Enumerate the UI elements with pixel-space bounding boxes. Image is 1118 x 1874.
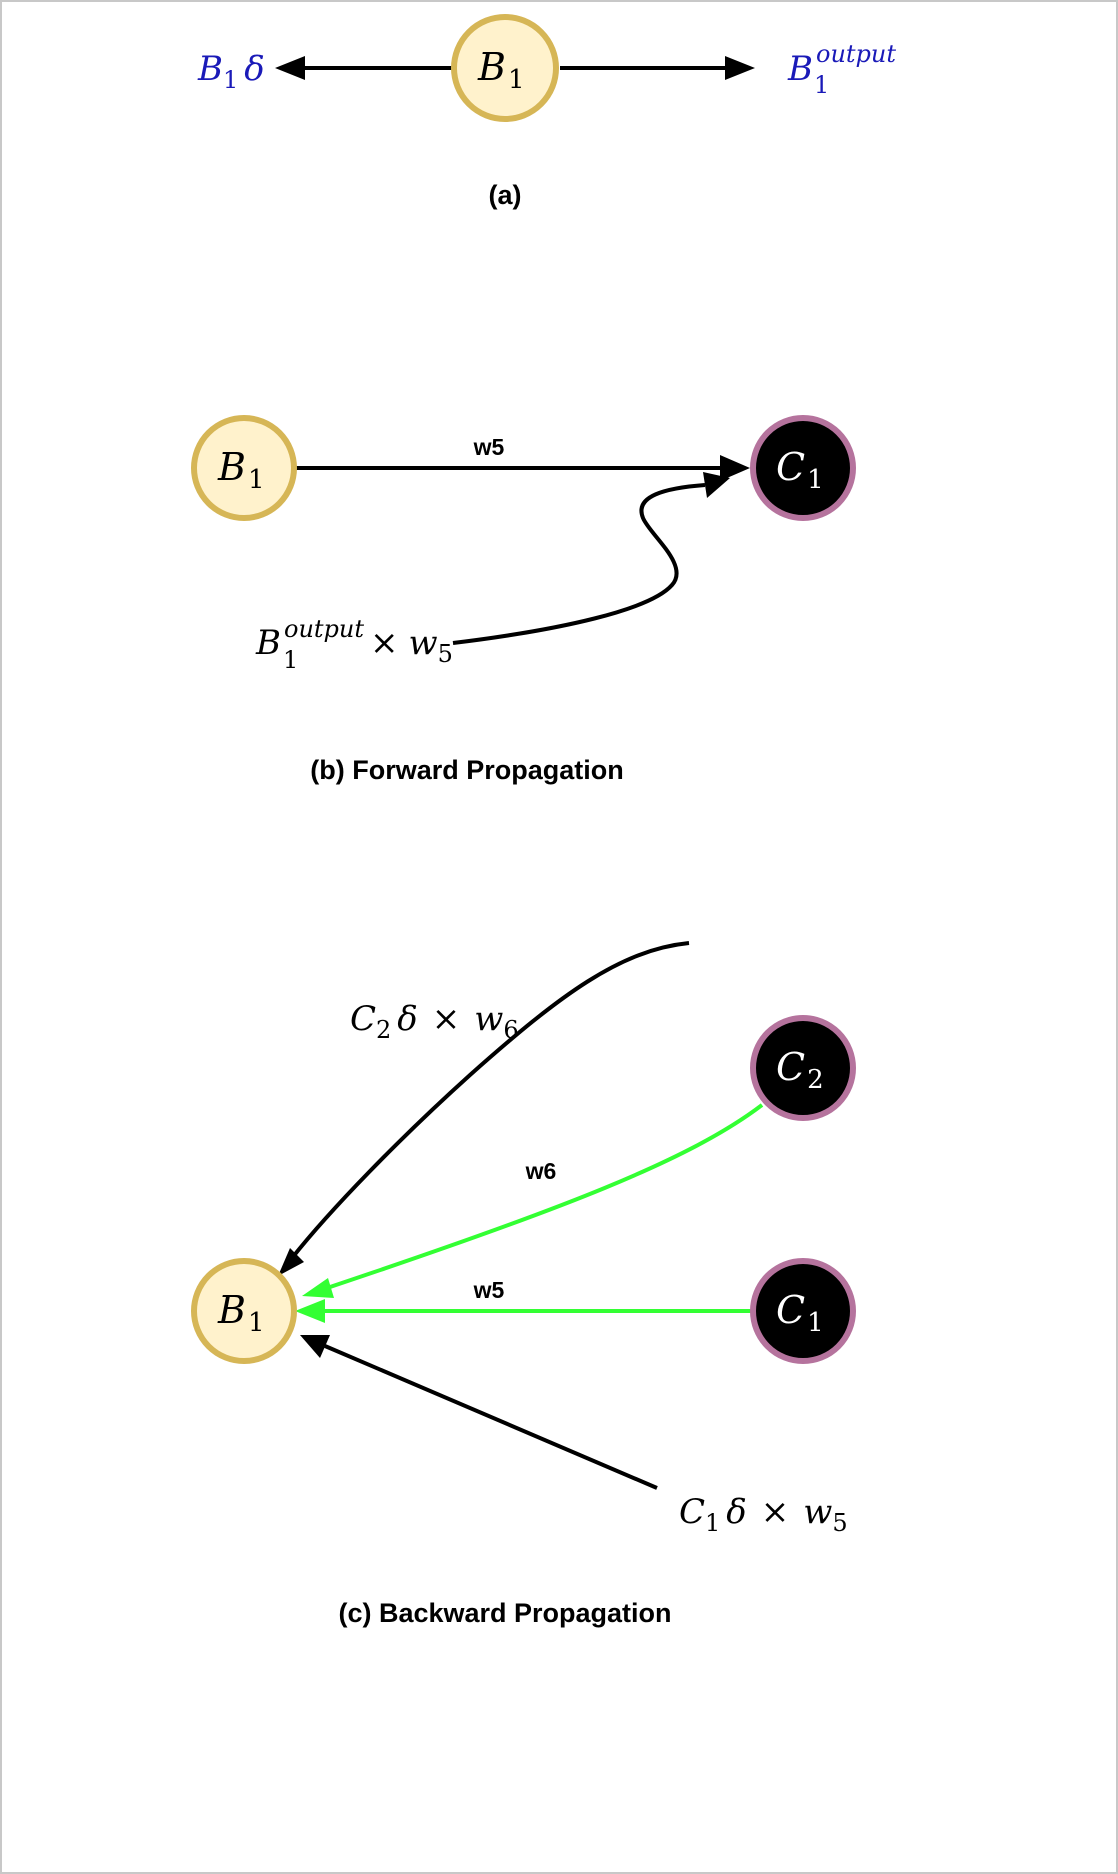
svg-text:C1: C1: [776, 445, 824, 495]
node-c1-c: C1: [750, 1258, 856, 1364]
svg-text:B1: B1: [217, 1288, 264, 1338]
label-b1-output-times-w5: B: [255, 623, 281, 663]
panel-b: w5 B1 C1 B output 1 ×w5 (b) Forward Prop…: [191, 415, 856, 785]
annotation-arrow-forward: [452, 483, 706, 645]
subscript-1: 1: [814, 71, 829, 99]
edge-label-w5-c: w5: [473, 1277, 505, 1303]
arrow-c1-delta-w5: [324, 1344, 658, 1490]
node-b1-b: B1: [191, 415, 297, 521]
arrowhead-to-b1-delta: [275, 56, 305, 80]
label-b1-output: B: [787, 49, 813, 89]
svg-text:B1: B1: [477, 45, 524, 95]
caption-b: (b) Forward Propagation: [310, 755, 624, 785]
arrow-c2-delta-w6: [290, 941, 690, 1260]
edge-label-w6: w6: [525, 1158, 557, 1184]
node-c2-c: C2: [750, 1015, 856, 1121]
node-c1-b: C1: [750, 415, 856, 521]
arrowhead-edge-c2-b1: [302, 1278, 334, 1298]
svg-text:C1: C1: [776, 1288, 824, 1338]
superscript-output: output: [816, 40, 896, 68]
arrowhead-c2-delta-w6: [278, 1248, 304, 1276]
caption-a: (a): [489, 180, 522, 210]
svg-text:B1: B1: [217, 445, 264, 495]
svg-text:C2: C2: [776, 1045, 824, 1095]
caption-c: (c) Backward Propagation: [338, 1598, 671, 1628]
subscript-1-b: 1: [283, 646, 298, 674]
arrowhead-edge-b1-c1: [720, 455, 750, 481]
edge-label-w5-b: w5: [473, 434, 505, 460]
arrowhead-annotation-forward: [703, 472, 730, 498]
arrowhead-to-b1-output: [725, 56, 755, 80]
panel-c: w6 w5 B1 C2 C1: [191, 941, 856, 1628]
arrowhead-edge-c1-b1: [295, 1299, 325, 1323]
arrowhead-c1-delta-w5: [300, 1335, 330, 1358]
edge-c2-b1: [329, 1103, 764, 1289]
node-b1-a: B1: [451, 14, 559, 122]
node-b1-c: B1: [191, 1258, 297, 1364]
times-w5-b: ×w5: [370, 623, 453, 668]
superscript-output-b: output: [284, 615, 364, 643]
